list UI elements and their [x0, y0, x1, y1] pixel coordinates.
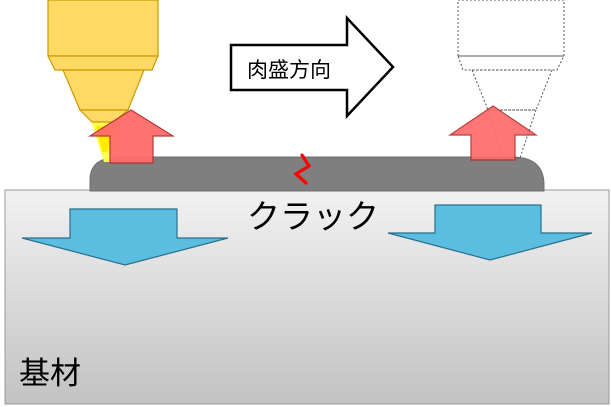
- substrate-label: 基材: [19, 356, 81, 392]
- heat-flow-arrow-left: [21, 208, 229, 266]
- crack-label: クラック: [247, 197, 379, 236]
- heat-input-arrow-left: [87, 109, 176, 164]
- direction-arrow: [229, 14, 395, 120]
- deposited-bead: [89, 156, 545, 192]
- heat-flow-arrow-right: [387, 204, 593, 261]
- nozzle-active: [47, 0, 159, 123]
- crack-mark: [293, 153, 312, 185]
- heat-input-arrow-right: [448, 105, 538, 161]
- direction-label: 肉盛方向: [247, 58, 331, 82]
